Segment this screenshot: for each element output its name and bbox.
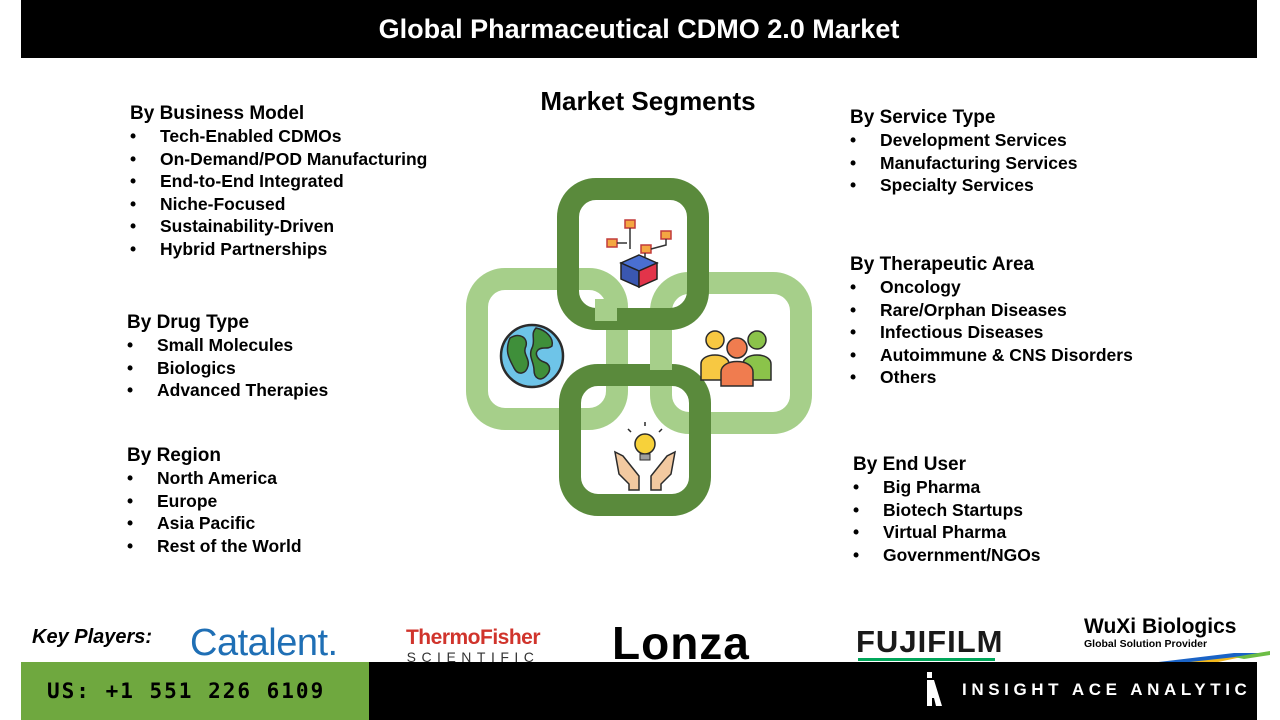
segment-business-model: By Business Model Tech-Enabled CDMOs On-…: [130, 102, 427, 260]
list-item: Development Services: [850, 129, 1077, 152]
list-item: Autoimmune & CNS Disorders: [850, 344, 1133, 367]
segment-heading: By Service Type: [850, 107, 996, 128]
phone-number: US: +1 551 226 6109: [47, 679, 326, 703]
list-item: Rare/Orphan Diseases: [850, 299, 1133, 322]
catalent-logo: Catalent.: [190, 622, 338, 664]
segment-end-user: By End User Big Pharma Biotech Startups …: [853, 453, 1041, 566]
list-item: Hybrid Partnerships: [130, 238, 427, 261]
list-item: On-Demand/POD Manufacturing: [130, 148, 427, 171]
thermofisher-logo: ThermoFisher SCIENTIFIC: [398, 626, 548, 666]
list-item: Asia Pacific: [127, 512, 302, 535]
fujifilm-underline: [858, 658, 995, 661]
wuxi-logo-line2: Global Solution Provider: [1084, 638, 1208, 650]
segment-heading: By End User: [853, 454, 966, 475]
segment-drug-type: By Drug Type Small Molecules Biologics A…: [127, 311, 328, 402]
segment-service-type: By Service Type Development Services Man…: [850, 106, 1077, 197]
segments-heading: Market Segments: [540, 86, 756, 116]
globe-icon: [499, 323, 565, 389]
list-item: Others: [850, 366, 1133, 389]
wuxi-logo-line1: WuXi Biologics: [1084, 615, 1237, 638]
insight-ace-logo-icon: [927, 672, 942, 706]
thermofisher-logo-line1: ThermoFisher: [405, 626, 541, 649]
list-item: Sustainability-Driven: [130, 215, 427, 238]
list-item: Oncology: [850, 276, 1133, 299]
brand-name: INSIGHT ACE ANALYTIC: [962, 680, 1252, 699]
lonza-logo: Lonza: [612, 617, 750, 669]
segment-heading: By Business Model: [130, 103, 305, 124]
segment-therapeutic-area: By Therapeutic Area Oncology Rare/Orphan…: [850, 253, 1133, 389]
list-item: Rest of the World: [127, 535, 302, 558]
list-item: North America: [127, 467, 302, 490]
list-item: Biologics: [127, 357, 328, 380]
list-item: Government/NGOs: [853, 544, 1041, 567]
thermofisher-logo-line2: SCIENTIFIC: [406, 649, 540, 665]
list-item: Europe: [127, 490, 302, 513]
lightbulb-hands-icon: [613, 422, 677, 491]
network-cube-icon: [606, 219, 672, 289]
segment-heading: By Therapeutic Area: [850, 254, 1035, 275]
fujifilm-logo: FUJIFILM: [856, 624, 1004, 659]
list-item: Virtual Pharma: [853, 521, 1041, 544]
title-bar: Global Pharmaceutical CDMO 2.0 Market: [21, 0, 1257, 58]
page-title: Global Pharmaceutical CDMO 2.0 Market: [378, 13, 900, 44]
list-item: Infectious Diseases: [850, 321, 1133, 344]
segments-diagram: [466, 178, 812, 516]
frame-left: [466, 268, 628, 430]
frame-top: [557, 178, 709, 330]
list-item: Niche-Focused: [130, 193, 427, 216]
segment-region: By Region North America Europe Asia Paci…: [127, 444, 302, 557]
list-item: Big Pharma: [853, 476, 1041, 499]
list-item: Biotech Startups: [853, 499, 1041, 522]
list-item: Small Molecules: [127, 334, 328, 357]
list-item: End-to-End Integrated: [130, 170, 427, 193]
people-group-icon: [700, 330, 772, 387]
phone-box: US: +1 551 226 6109: [21, 662, 369, 720]
list-item: Manufacturing Services: [850, 152, 1077, 175]
frame-bottom: [559, 364, 711, 516]
list-item: Tech-Enabled CDMOs: [130, 125, 427, 148]
key-players-label: Key Players:: [32, 626, 153, 648]
list-item: Specialty Services: [850, 174, 1077, 197]
list-item: Advanced Therapies: [127, 379, 328, 402]
segment-heading: By Drug Type: [127, 312, 250, 333]
segment-heading: By Region: [127, 445, 221, 466]
